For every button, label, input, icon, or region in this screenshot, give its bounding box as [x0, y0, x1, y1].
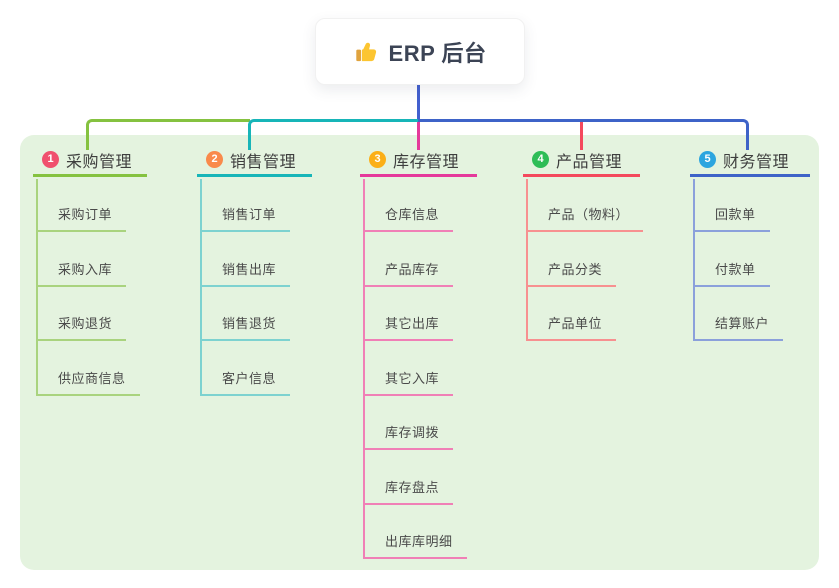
branch-3-child-1[interactable]: 仓库信息: [363, 202, 454, 232]
branch-3-header[interactable]: 3 库存管理: [360, 150, 477, 177]
branch-1-badge: 1: [42, 151, 59, 168]
branch-3-child-7[interactable]: 出库库明细: [363, 529, 467, 559]
branch-1-header[interactable]: 1 采购管理: [33, 150, 147, 177]
branch-1-label: 采购管理: [66, 153, 133, 171]
branch-5-bus-connector: [418, 119, 749, 150]
branch-2-child-2[interactable]: 销售出库: [200, 257, 291, 287]
branch-3-spine-connector: [363, 179, 365, 559]
branch-1-child-4[interactable]: 供应商信息: [36, 366, 140, 396]
branch-2-badge: 2: [206, 151, 223, 168]
branch-2-spine-connector: [200, 179, 202, 396]
branch-5-child-1[interactable]: 回款单: [693, 202, 770, 232]
branch-1-spine-connector: [36, 179, 38, 396]
trunk-connector: [417, 83, 420, 122]
branch-3-child-2[interactable]: 产品库存: [363, 257, 454, 287]
branch-2-bus-connector: [248, 119, 418, 150]
branch-2-header[interactable]: 2 销售管理: [197, 150, 312, 177]
branch-4-child-2[interactable]: 产品分类: [526, 257, 617, 287]
branch-3-label: 库存管理: [393, 153, 460, 171]
branch-4-label: 产品管理: [556, 153, 623, 171]
branch-4-badge: 4: [532, 151, 549, 168]
branch-5-header[interactable]: 5 财务管理: [690, 150, 810, 177]
branch-1-child-1[interactable]: 采购订单: [36, 202, 127, 232]
branch-4-child-3[interactable]: 产品单位: [526, 311, 617, 341]
branch-4-drop-connector: [580, 122, 583, 150]
branch-2-child-1[interactable]: 销售订单: [200, 202, 291, 232]
branch-1-child-3[interactable]: 采购退货: [36, 311, 127, 341]
root-title: ERP 后台: [388, 40, 487, 66]
branch-4-spine-connector: [526, 179, 528, 341]
branch-5-child-2[interactable]: 付款单: [693, 257, 770, 287]
branch-3-child-4[interactable]: 其它入库: [363, 366, 454, 396]
branch-5-badge: 5: [699, 151, 716, 168]
root-node[interactable]: ERP 后台: [315, 18, 525, 85]
branch-3-drop-connector: [417, 122, 420, 150]
branch-3-child-3[interactable]: 其它出库: [363, 311, 454, 341]
branch-2-child-4[interactable]: 客户信息: [200, 366, 291, 396]
branch-4-header[interactable]: 4 产品管理: [523, 150, 640, 177]
branch-3-child-5[interactable]: 库存调拨: [363, 420, 454, 450]
branch-1-bus-connector: [86, 119, 250, 150]
branch-3-child-6[interactable]: 库存盘点: [363, 475, 454, 505]
branch-3-badge: 3: [369, 151, 386, 168]
branch-5-child-3[interactable]: 结算账户: [693, 311, 784, 341]
thumbs-up-icon: [354, 39, 379, 64]
branch-2-child-3[interactable]: 销售退货: [200, 311, 291, 341]
branch-1-child-2[interactable]: 采购入库: [36, 257, 127, 287]
branch-2-label: 销售管理: [230, 153, 297, 171]
branch-5-label: 财务管理: [723, 153, 790, 171]
branch-4-child-1[interactable]: 产品（物料）: [526, 202, 644, 232]
branches-panel: [20, 135, 819, 570]
branch-5-spine-connector: [693, 179, 695, 341]
